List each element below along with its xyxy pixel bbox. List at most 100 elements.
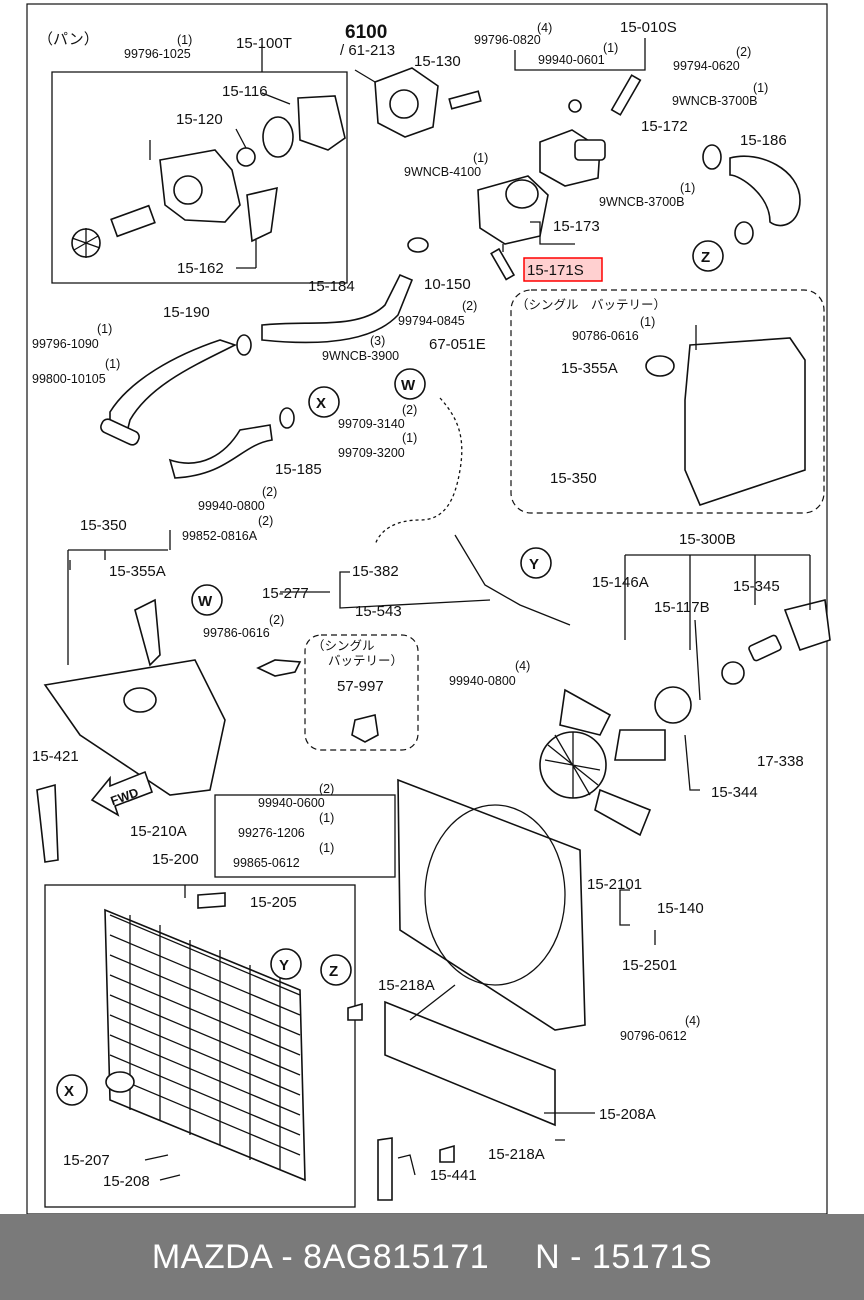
hose-15-185 — [168, 424, 273, 479]
reservoir-15-350-lower — [43, 659, 226, 796]
label-15-184: 15-184 — [308, 278, 355, 295]
qty-9WNCB-4100: (1) — [473, 151, 488, 165]
reservoir-pipe — [134, 598, 161, 667]
labels: （パン） 15-100T 6100 / 61-213 15-010S (1) 9… — [32, 19, 804, 1190]
highlight-15-171S — [523, 257, 603, 282]
shaft-15-345 — [748, 634, 782, 662]
qty-99276-1206: (1) — [319, 811, 334, 825]
label-15-355A-1: 15-355A — [561, 360, 618, 377]
lower-hose-group — [100, 334, 295, 446]
bracket-15-146A — [783, 599, 831, 652]
label-15-2101: 15-2101 — [587, 876, 642, 893]
label-99940-0800-2: 99940-0800 — [449, 674, 516, 688]
ref-circle-z-top — [692, 240, 724, 272]
label-single-battery-2a: （シングル — [312, 639, 375, 653]
label-x-top: X — [316, 395, 326, 412]
label-15-441: 15-441 — [430, 1167, 477, 1184]
label-15-344: 15-344 — [711, 784, 758, 801]
label-99852-0816A: 99852-0816A — [182, 529, 258, 543]
label-99786-0616: 99786-0616 — [203, 626, 270, 640]
footer-part-number: N - 15171S — [535, 1237, 713, 1276]
label-61-213: / 61-213 — [340, 42, 395, 59]
fan-group — [539, 599, 831, 837]
label-15-100T: 15-100T — [236, 35, 292, 52]
label-99796-0820: 99796-0820 — [474, 33, 541, 47]
label-99800-10105: 99800-10105 — [32, 372, 106, 386]
cap-15-205 — [197, 892, 226, 909]
label-15-116: 15-116 — [222, 83, 268, 100]
label-15-010S: 15-010S — [620, 19, 677, 36]
label-15-218A-2: 15-218A — [488, 1146, 545, 1163]
clip-15-218A-2 — [439, 1144, 455, 1163]
deflector-15-208A — [384, 1000, 556, 1127]
bolt-99794-0620 — [610, 74, 642, 116]
label-single-battery-1: （シングル バッテリー） — [516, 298, 666, 312]
single-battery-box-2 — [304, 634, 419, 751]
label-y-low: Y — [279, 957, 289, 974]
label-15-130: 15-130 — [414, 53, 461, 70]
qty-99709-3140: (2) — [402, 403, 417, 417]
fan-blade-3 — [614, 729, 666, 761]
qty-99800-10105: (1) — [105, 357, 120, 371]
reservoir-cap-15-355A — [645, 355, 675, 377]
label-15-350-1: 15-350 — [550, 470, 597, 487]
label-w-mid: W — [198, 593, 213, 610]
qty-99940-0601: (1) — [603, 41, 618, 55]
water-pump-assembly — [51, 71, 348, 284]
overflow-hose-15-382 — [374, 397, 463, 546]
label-15-172: 15-172 — [641, 118, 688, 135]
hose-15-543 — [454, 534, 571, 626]
radiator-15-200 — [104, 908, 306, 1182]
bolt-99794-0845 — [490, 247, 516, 281]
label-pan: （パン） — [38, 31, 99, 48]
label-15-382: 15-382 — [352, 563, 399, 580]
label-99709-3140: 99709-3140 — [338, 417, 405, 431]
label-15-146A: 15-146A — [592, 574, 649, 591]
pump-gasket — [297, 95, 346, 151]
ref-circle-z-low — [320, 954, 352, 986]
label-99865-0612: 99865-0612 — [233, 856, 300, 870]
label-15-543: 15-543 — [355, 603, 402, 620]
qty-99796-1090: (1) — [97, 322, 112, 336]
label-y-mid: Y — [529, 556, 539, 573]
label-15-207: 15-207 — [63, 1152, 110, 1169]
radiator-outlet — [105, 1071, 135, 1093]
qty-9WNCB-3900: (3) — [370, 334, 385, 348]
label-15-171S: 15-171S — [527, 262, 584, 279]
clamp-upper — [407, 237, 429, 253]
label-99940-0800-1: 99940-0800 — [198, 499, 265, 513]
label-15-355A-2: 15-355A — [109, 563, 166, 580]
double-arrow — [256, 659, 302, 677]
label-99940-0601: 99940-0601 — [538, 53, 605, 67]
label-15-277: 15-277 — [262, 585, 309, 602]
label-w-top: W — [401, 377, 416, 394]
hose-15-190 — [109, 339, 238, 442]
label-15-173: 15-173 — [553, 218, 600, 235]
label-90796-0612: 90796-0612 — [620, 1029, 687, 1043]
qty-99940-0800-1: (2) — [262, 485, 277, 499]
label-15-140: 15-140 — [657, 900, 704, 917]
label-15-190: 15-190 — [163, 304, 210, 321]
label-15-117B: 15-117B — [654, 599, 710, 616]
label-15-185: 15-185 — [275, 461, 322, 478]
pulley-15-117B — [721, 661, 745, 685]
pump-seal — [236, 147, 256, 167]
ref-circle-x-low — [56, 1074, 88, 1106]
bypass-hose-group — [261, 237, 429, 344]
label-15-210A: 15-210A — [130, 823, 187, 840]
label-15-218A-1: 15-218A — [378, 977, 435, 994]
upper-hose-group — [702, 144, 801, 245]
label-90786-0616: 90786-0616 — [572, 329, 639, 343]
label-15-200: 15-200 — [152, 851, 199, 868]
label-z-low: Z — [329, 963, 338, 980]
ref-circle-w-mid — [191, 584, 223, 616]
clamp-9WNCB-3700B-2 — [734, 221, 754, 245]
label-99276-1206: 99276-1206 — [238, 826, 305, 840]
qty-99794-0845: (2) — [462, 299, 477, 313]
label-9WNCB-3700B-1: 9WNCB-3700B — [672, 94, 757, 108]
ref-circles — [56, 240, 724, 1106]
pump-pulley — [262, 116, 294, 158]
label-15-2501: 15-2501 — [622, 957, 677, 974]
thermostat-group — [477, 74, 642, 281]
bracket-15-421 — [36, 783, 59, 863]
